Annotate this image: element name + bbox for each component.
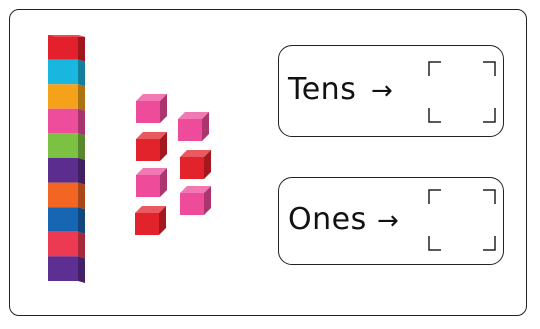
unit-cube-top xyxy=(180,150,211,157)
unit-cube-top xyxy=(180,186,211,193)
unit-cube-front xyxy=(180,193,204,215)
rod-segment-side xyxy=(78,231,85,259)
rod-segment xyxy=(48,182,85,210)
rod-segment xyxy=(48,231,85,259)
ones-answer-box: Ones → xyxy=(278,177,504,265)
unit-cube xyxy=(180,150,211,179)
rod-segment-front xyxy=(48,35,78,60)
unit-cube-top xyxy=(136,94,167,101)
tens-label: Tens xyxy=(288,72,357,107)
rod-segment-side xyxy=(78,256,85,283)
unit-cube-side xyxy=(202,112,209,141)
rod-segment xyxy=(48,256,85,283)
rod-segment-front xyxy=(48,84,78,109)
unit-cube-top xyxy=(136,168,167,175)
rod-segment-front xyxy=(48,158,78,183)
unit-cube-front xyxy=(136,139,160,161)
bracket-corners-icon xyxy=(428,61,496,123)
rod-segment-front xyxy=(48,59,78,85)
unit-cube-top xyxy=(178,112,209,119)
unit-cube xyxy=(136,168,167,197)
unit-cube-front xyxy=(136,175,160,197)
unit-cube-side xyxy=(204,150,211,179)
unit-cube xyxy=(180,186,211,215)
rod-segment-side xyxy=(78,182,85,210)
rod-segment-front xyxy=(48,182,78,208)
unit-cube xyxy=(135,206,166,235)
rod-segment-side xyxy=(78,108,85,136)
unit-cube-side xyxy=(204,186,211,215)
rod-segment xyxy=(48,108,85,136)
bracket-corners-icon xyxy=(428,189,496,251)
unit-cube-front xyxy=(135,213,159,235)
rod-segment-side xyxy=(78,158,85,185)
rod-segment-front xyxy=(48,256,78,281)
rod-segment-side xyxy=(78,59,85,87)
ones-arrow-icon: → xyxy=(377,206,399,236)
unit-cube-side xyxy=(160,94,167,123)
unit-cube-side xyxy=(160,132,167,161)
unit-cube-side xyxy=(159,206,166,235)
unit-cube-front xyxy=(180,157,204,179)
rod-segment xyxy=(48,59,85,87)
rod-segment-front xyxy=(48,231,78,257)
rod-segment-side xyxy=(78,133,85,160)
rod-segment xyxy=(48,133,85,160)
rod-segment xyxy=(48,84,85,111)
rod-segment xyxy=(48,207,85,234)
ones-input-slot[interactable] xyxy=(427,188,497,252)
rod-segment-side xyxy=(78,35,85,62)
tens-arrow-icon: → xyxy=(371,76,393,106)
unit-cube-top xyxy=(135,206,166,213)
rod-segment-side xyxy=(78,207,85,234)
tens-input-slot[interactable] xyxy=(427,60,497,124)
unit-cube-side xyxy=(160,168,167,197)
loose-unit-cubes xyxy=(135,94,211,235)
rod-segment-side xyxy=(78,84,85,111)
rod-segment xyxy=(48,158,85,185)
rod-segment-front xyxy=(48,108,78,134)
unit-cube xyxy=(178,112,209,141)
rod-segment-front xyxy=(48,133,78,158)
rod-top-face xyxy=(48,35,85,37)
rod-segment xyxy=(48,35,85,62)
unit-cube-top xyxy=(136,132,167,139)
tens-answer-box: Tens → xyxy=(278,45,504,137)
unit-cube xyxy=(136,94,167,123)
unit-cube xyxy=(136,132,167,161)
rod-segment-front xyxy=(48,207,78,232)
ones-label: Ones xyxy=(288,202,367,237)
ten-rod xyxy=(48,35,85,283)
unit-cube-front xyxy=(178,119,202,141)
unit-cube-front xyxy=(136,101,160,123)
